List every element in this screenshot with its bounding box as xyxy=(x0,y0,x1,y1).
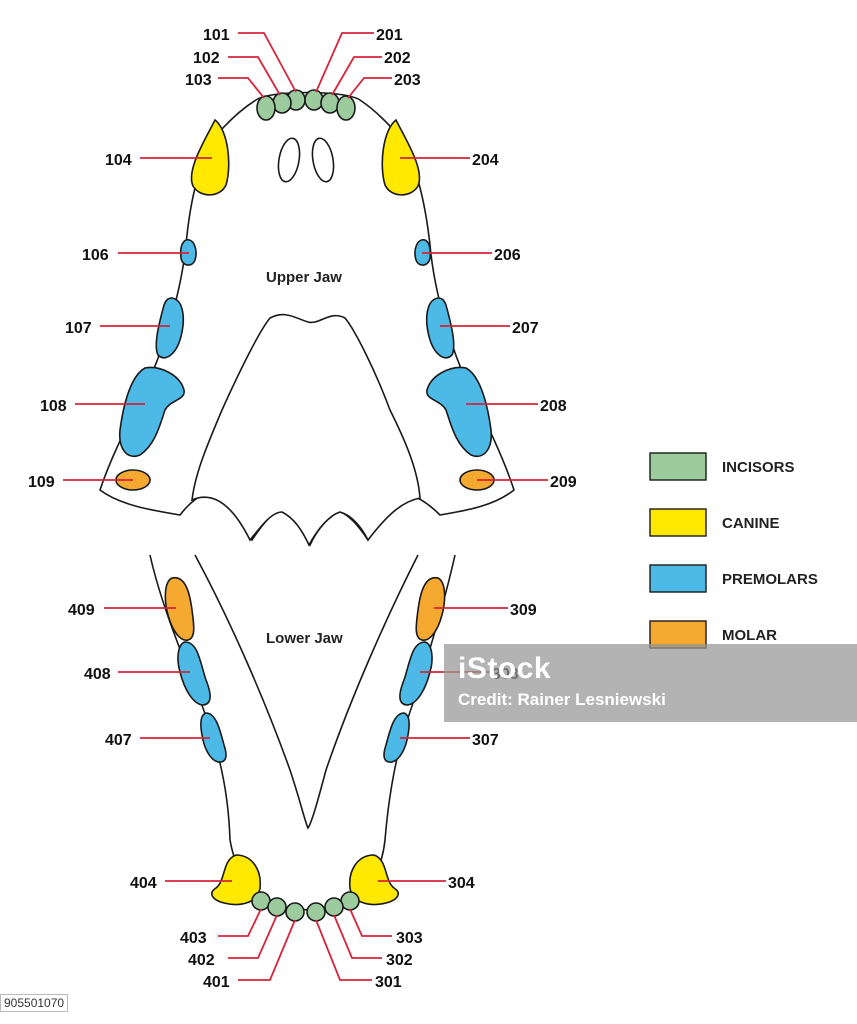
upper-jaw-label: Upper Jaw xyxy=(266,269,342,286)
tooth-102-incisor xyxy=(272,92,292,114)
tooth-108-premolar xyxy=(118,366,185,457)
tooth-number-106: 106 xyxy=(82,247,109,264)
tooth-number-103: 103 xyxy=(185,72,212,89)
tooth-number-404: 404 xyxy=(130,875,157,892)
tooth-number-201: 201 xyxy=(376,27,403,44)
leader-line-301 xyxy=(315,919,372,981)
lower-jaw-label: Lower Jaw xyxy=(266,630,343,647)
tooth-number-303: 303 xyxy=(396,930,423,947)
tooth-number-301: 301 xyxy=(375,974,402,991)
tooth-202-incisor xyxy=(320,92,340,114)
leader-line-303 xyxy=(349,908,392,937)
tooth-number-209: 209 xyxy=(550,474,577,491)
tooth-number-401: 401 xyxy=(203,974,230,991)
tooth-number-102: 102 xyxy=(193,50,220,67)
tooth-number-302: 302 xyxy=(386,952,413,969)
tooth-number-304: 304 xyxy=(448,875,475,892)
legend-swatch-incisor xyxy=(649,452,707,481)
tooth-number-408: 408 xyxy=(84,666,111,683)
tooth-number-108: 108 xyxy=(40,398,67,415)
tooth-number-207: 207 xyxy=(512,320,539,337)
leader-line-402 xyxy=(228,914,278,959)
tooth-number-203: 203 xyxy=(394,72,421,89)
watermark-band xyxy=(444,644,857,722)
tooth-number-206: 206 xyxy=(494,247,521,264)
tooth-number-202: 202 xyxy=(384,50,411,67)
tooth-number-407: 407 xyxy=(105,732,132,749)
tooth-401-incisor xyxy=(285,902,305,922)
tooth-number-104: 104 xyxy=(105,152,132,169)
tooth-302-incisor xyxy=(324,897,344,917)
tooth-208-premolar xyxy=(426,366,493,457)
tooth-203-incisor xyxy=(336,95,356,121)
leader-line-103 xyxy=(218,77,265,99)
tooth-103-incisor xyxy=(256,95,276,121)
tooth-number-107: 107 xyxy=(65,320,92,337)
palate-opening xyxy=(191,313,421,547)
tooth-301-incisor xyxy=(306,902,326,922)
leader-line-403 xyxy=(218,908,262,937)
lower-jaw-interior xyxy=(194,554,419,830)
tooth-number-409: 409 xyxy=(68,602,95,619)
tooth-201-incisor xyxy=(304,89,324,111)
tooth-407-premolar xyxy=(200,712,227,763)
tooth-409-molar xyxy=(164,577,195,641)
legend: INCISORS CANINE PREMOLARS MOLAR xyxy=(649,452,818,649)
legend-swatch-canine xyxy=(649,508,707,537)
leader-line-203 xyxy=(347,77,392,99)
legend-label-premolar: PREMOLARS xyxy=(722,571,818,588)
tooth-number-307: 307 xyxy=(472,732,499,749)
watermark-logo: iStock xyxy=(458,652,552,685)
tooth-307-premolar xyxy=(383,712,410,763)
legend-label-incisor: INCISORS xyxy=(722,459,795,476)
leader-line-202 xyxy=(331,56,382,96)
tooth-308-premolar xyxy=(399,641,433,706)
tooth-304-canine xyxy=(349,854,399,906)
tooth-number-208: 208 xyxy=(540,398,567,415)
leader-line-101 xyxy=(238,32,297,93)
stock-image-id: 905501070 xyxy=(0,994,69,1012)
tooth-number-101: 101 xyxy=(203,27,230,44)
tooth-number-204: 204 xyxy=(472,152,499,169)
tooth-number-309: 309 xyxy=(510,602,537,619)
legend-label-canine: CANINE xyxy=(722,515,780,532)
tooth-309-molar xyxy=(415,577,446,641)
tooth-207-premolar xyxy=(425,297,455,359)
tooth-number-403: 403 xyxy=(180,930,207,947)
legend-swatch-premolar xyxy=(649,564,707,593)
leader-line-401 xyxy=(238,919,296,981)
leader-line-102 xyxy=(228,56,281,96)
nasal-opening-left xyxy=(277,137,301,183)
leader-line-302 xyxy=(333,914,382,959)
tooth-402-incisor xyxy=(267,897,287,917)
legend-swatch-molar xyxy=(649,620,707,649)
tooth-404-canine xyxy=(211,854,261,906)
legend-label-molar: MOLAR xyxy=(722,627,777,644)
nasal-opening-right xyxy=(311,137,335,183)
tooth-408-premolar xyxy=(177,641,211,706)
tooth-number-402: 402 xyxy=(188,952,215,969)
tooth-107-premolar xyxy=(155,297,185,359)
tooth-number-109: 109 xyxy=(28,474,55,491)
watermark-credit: Credit: Rainer Lesniewski xyxy=(458,690,666,709)
leader-line-201 xyxy=(315,32,374,93)
